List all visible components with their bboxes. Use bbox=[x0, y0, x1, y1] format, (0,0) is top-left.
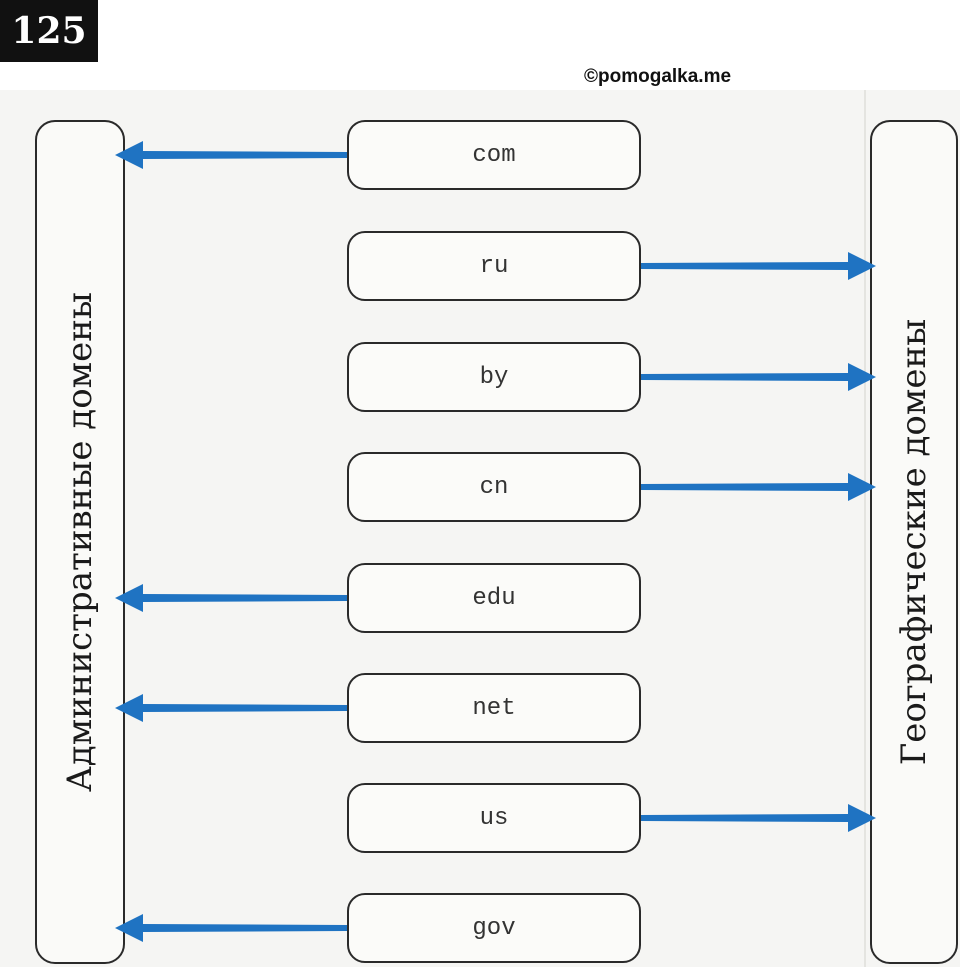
domain-box-gov: gov bbox=[347, 893, 641, 963]
admin-domains-box: Административные домены bbox=[35, 120, 125, 964]
domain-box-ru: ru bbox=[347, 231, 641, 301]
domain-box-us: us bbox=[347, 783, 641, 853]
arrow-gov bbox=[115, 914, 347, 942]
panel-divider bbox=[864, 90, 866, 967]
arrow-net bbox=[115, 694, 347, 722]
domain-box-edu: edu bbox=[347, 563, 641, 633]
domain-box-net: net bbox=[347, 673, 641, 743]
copyright-text: ©pomogalka.me bbox=[584, 66, 732, 87]
arrow-com bbox=[115, 141, 347, 169]
domain-box-cn: cn bbox=[347, 452, 641, 522]
arrow-by bbox=[641, 363, 876, 391]
domain-box-com: com bbox=[347, 120, 641, 190]
geo-domains-box: Географические домены bbox=[870, 120, 958, 964]
arrow-us bbox=[641, 804, 876, 832]
domain-box-by: by bbox=[347, 342, 641, 412]
arrow-edu bbox=[115, 584, 347, 612]
arrow-cn bbox=[641, 473, 876, 501]
exercise-number: 125 bbox=[0, 0, 98, 62]
arrow-ru bbox=[641, 252, 876, 280]
